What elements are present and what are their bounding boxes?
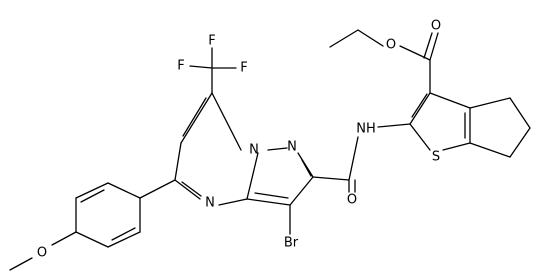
fluorine-label: F: [208, 34, 215, 49]
oxygen-atom-label: O: [431, 19, 441, 34]
sulfur-atom-label: S: [432, 150, 440, 165]
oxygen-atom-label: O: [37, 246, 47, 261]
sulfur-label: S: [432, 150, 440, 165]
atom-labels: F F F N N N NH O O O S B: [37, 19, 441, 261]
oxygen-label: O: [37, 246, 47, 261]
fluorine-label: F: [240, 61, 247, 76]
fluorine-atom-label: F: [177, 59, 184, 74]
nitrogen-label: N: [287, 140, 297, 155]
bromine-label: Br: [284, 236, 299, 251]
amine-atom-label: NH: [356, 122, 376, 137]
bromine-atom-label: Br: [284, 236, 299, 251]
oxygen-atom-label: O: [347, 193, 357, 208]
bond-lines: [9, 29, 531, 271]
fluorine-atom-label: F: [240, 61, 247, 76]
nitrogen-label: N: [205, 196, 215, 211]
fluorine-label: F: [177, 59, 184, 74]
amine-label: NH: [356, 122, 376, 137]
nitrogen-atom-label: N: [205, 196, 215, 211]
nitrogen-label: N: [249, 143, 259, 158]
oxygen-label: O: [431, 19, 441, 34]
nitrogen-atom-label: N: [287, 140, 297, 155]
nitrogen-atom-label: N: [249, 143, 259, 158]
oxygen-label: O: [347, 193, 357, 208]
fluorine-atom-label: F: [208, 34, 215, 49]
oxygen-label: O: [386, 38, 396, 53]
oxygen-atom-label: O: [386, 38, 396, 53]
